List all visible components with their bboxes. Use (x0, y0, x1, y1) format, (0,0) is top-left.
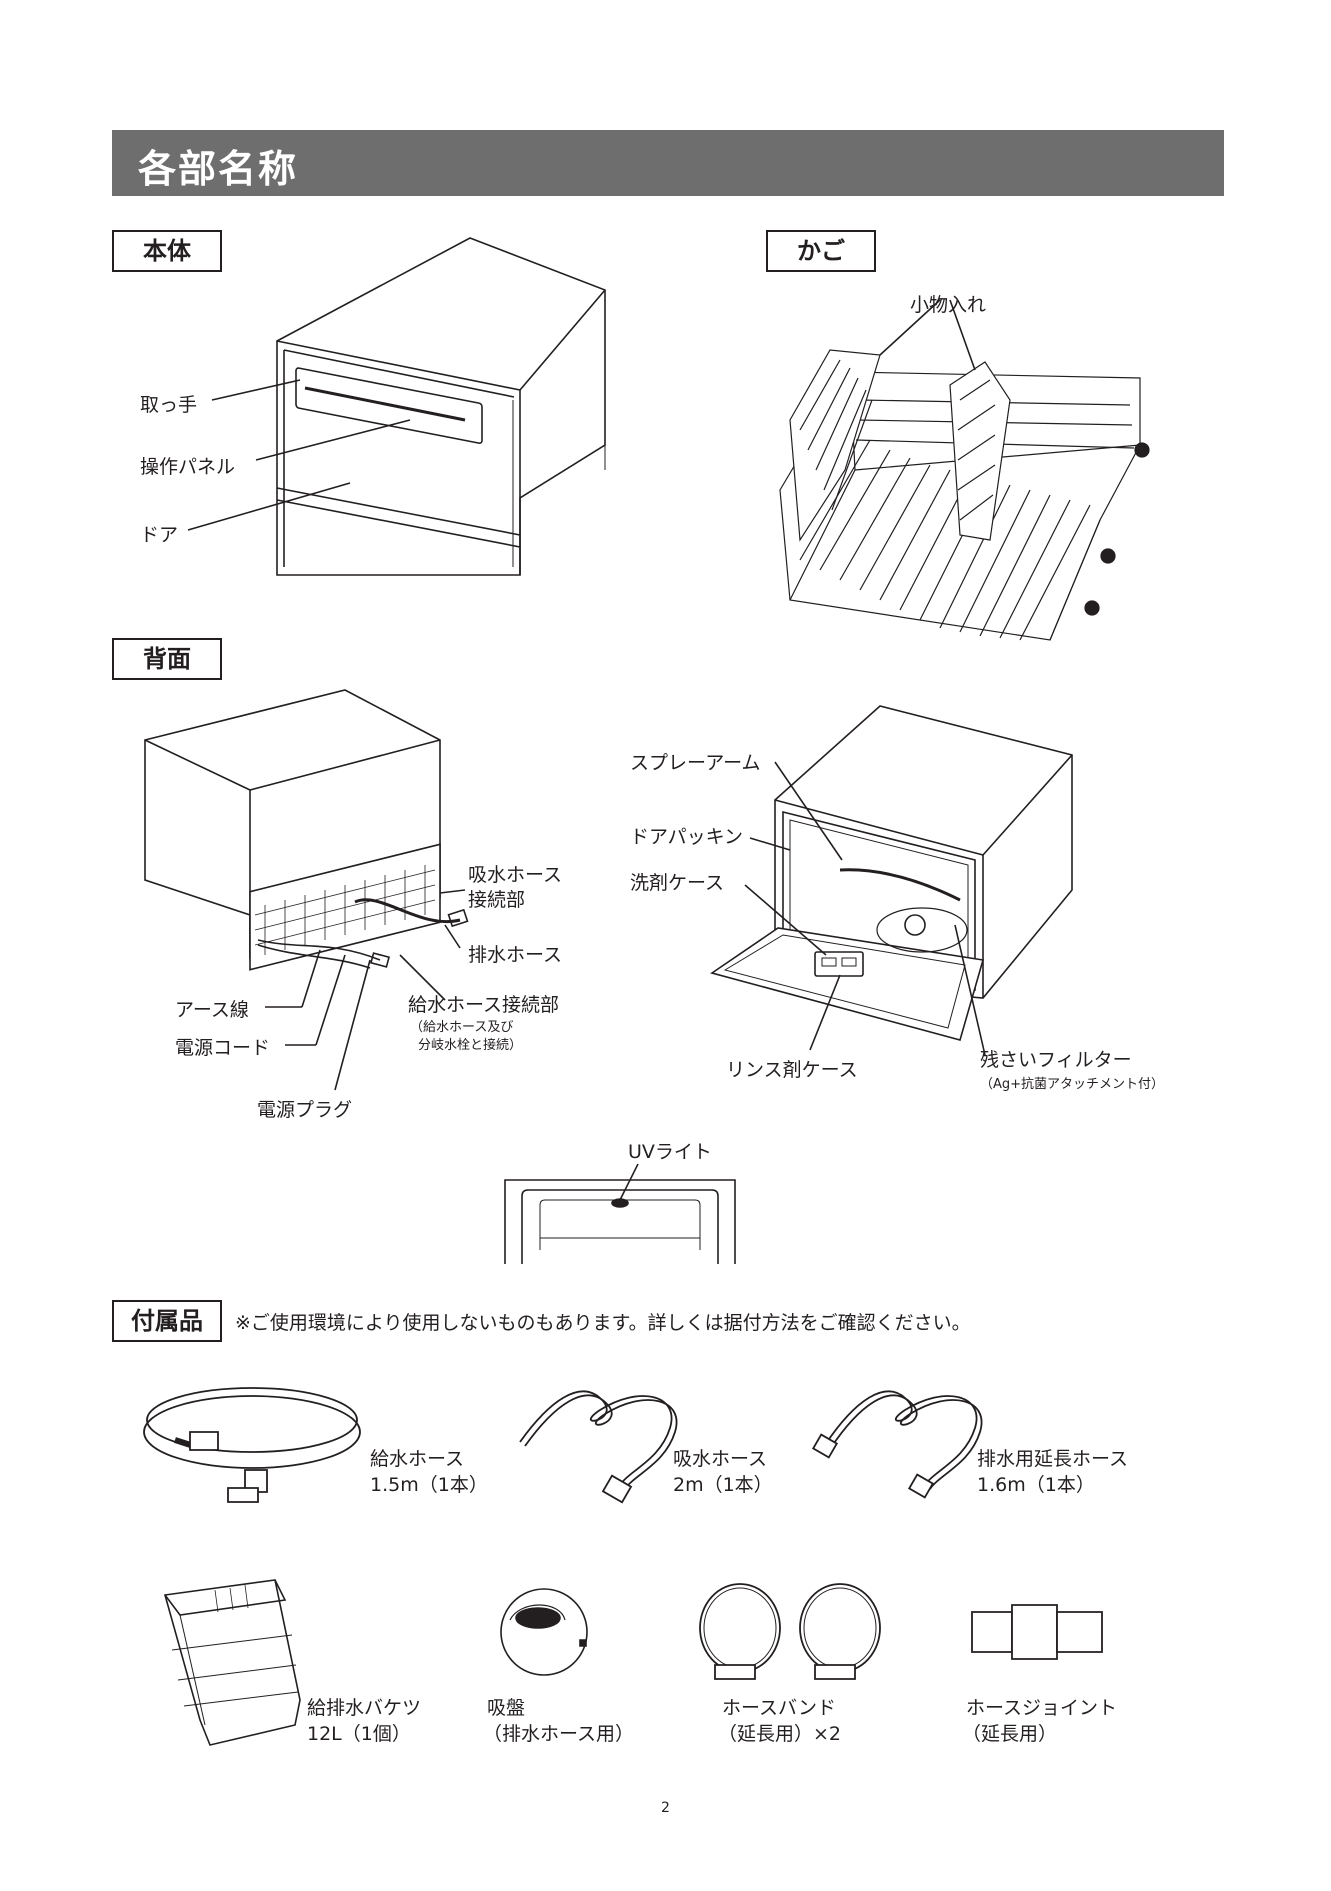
dishwasher-front-illustration (277, 238, 605, 575)
label-earth-wire: アース線 (175, 999, 249, 1021)
accessory-intake-hose-name: 吸水ホース (673, 1448, 768, 1470)
suction-cup-illustration (501, 1589, 587, 1675)
accessory-suction-cup-name: 吸盤 (487, 1697, 526, 1719)
label-filter: 残さいフィルター (980, 1049, 1132, 1071)
accessory-bucket-qty: 12L（1個） (307, 1723, 411, 1745)
label-supply-hose-connector: 給水ホース接続部 (408, 994, 560, 1016)
label-power-plug: 電源プラグ (257, 1099, 353, 1121)
hose-band-illustration (700, 1584, 880, 1679)
label-detergent-case: 洗剤ケース (630, 872, 725, 894)
accessory-bucket-name: 給排水バケツ (307, 1697, 422, 1719)
page-title: 各部名称 (138, 147, 299, 191)
basket-illustration (780, 300, 1149, 640)
accessory-hose-band-qty: （延長用）×2 (718, 1723, 842, 1745)
uv-light-illustration (505, 1164, 735, 1264)
label-uv-light: UVライト (628, 1141, 712, 1163)
accessory-supply-hose-name: 給水ホース (370, 1448, 465, 1470)
intake-hose-illustration (520, 1391, 677, 1502)
supply-hose-illustration (144, 1388, 360, 1502)
bucket-illustration (165, 1580, 300, 1745)
label-supply-hose-note-2: 分岐水栓と接続） (418, 1038, 523, 1053)
label-spray-arm: スプレーアーム (630, 752, 761, 774)
label-drain-hose: 排水ホース (468, 944, 563, 966)
page-title-bar: 各部名称 (112, 130, 1224, 196)
label-door-packing: ドアパッキン (630, 826, 744, 848)
drain-extension-hose-illustration (813, 1391, 981, 1497)
dishwasher-interior-illustration (712, 706, 1072, 1040)
dishwasher-rear-illustration (145, 690, 467, 970)
accessory-hose-joint-name: ホースジョイント (966, 1697, 1118, 1719)
label-rinse-case: リンス剤ケース (726, 1059, 858, 1081)
label-handle: 取っ手 (140, 394, 198, 416)
hose-joint-illustration (972, 1605, 1102, 1659)
label-small-items-holder: 小物入れ (910, 294, 987, 316)
label-operation-panel: 操作パネル (140, 456, 236, 478)
accessory-supply-hose-qty: 1.5m（1本） (370, 1474, 488, 1496)
label-power-cord: 電源コード (175, 1037, 271, 1059)
page-number: 2 (661, 1800, 670, 1816)
section-basket-heading: かご (766, 230, 876, 272)
accessory-intake-hose-qty: 2m（1本） (673, 1474, 773, 1496)
accessory-drain-extension-name: 排水用延長ホース (977, 1448, 1129, 1470)
section-rear-heading: 背面 (112, 638, 222, 680)
label-door: ドア (140, 524, 179, 546)
label-intake-hose-connector-1: 吸水ホース (468, 864, 563, 886)
label-filter-note: （Ag+抗菌アタッチメント付） (980, 1077, 1165, 1092)
accessories-note: ※ご使用環境により使用しないものもあります。詳しくは据付方法をご確認ください。 (235, 1312, 971, 1334)
accessory-hose-joint-qty: （延長用） (962, 1723, 1058, 1745)
section-accessories-heading: 付属品 (112, 1300, 222, 1342)
accessory-suction-cup-qty: （排水ホース用） (483, 1723, 635, 1745)
label-intake-hose-connector-2: 接続部 (468, 889, 526, 911)
accessory-drain-extension-qty: 1.6m（1本） (977, 1474, 1095, 1496)
accessory-hose-band-name: ホースバンド (722, 1697, 837, 1719)
section-body-heading: 本体 (112, 230, 222, 272)
label-supply-hose-note-1: （給水ホース及び (410, 1020, 514, 1035)
